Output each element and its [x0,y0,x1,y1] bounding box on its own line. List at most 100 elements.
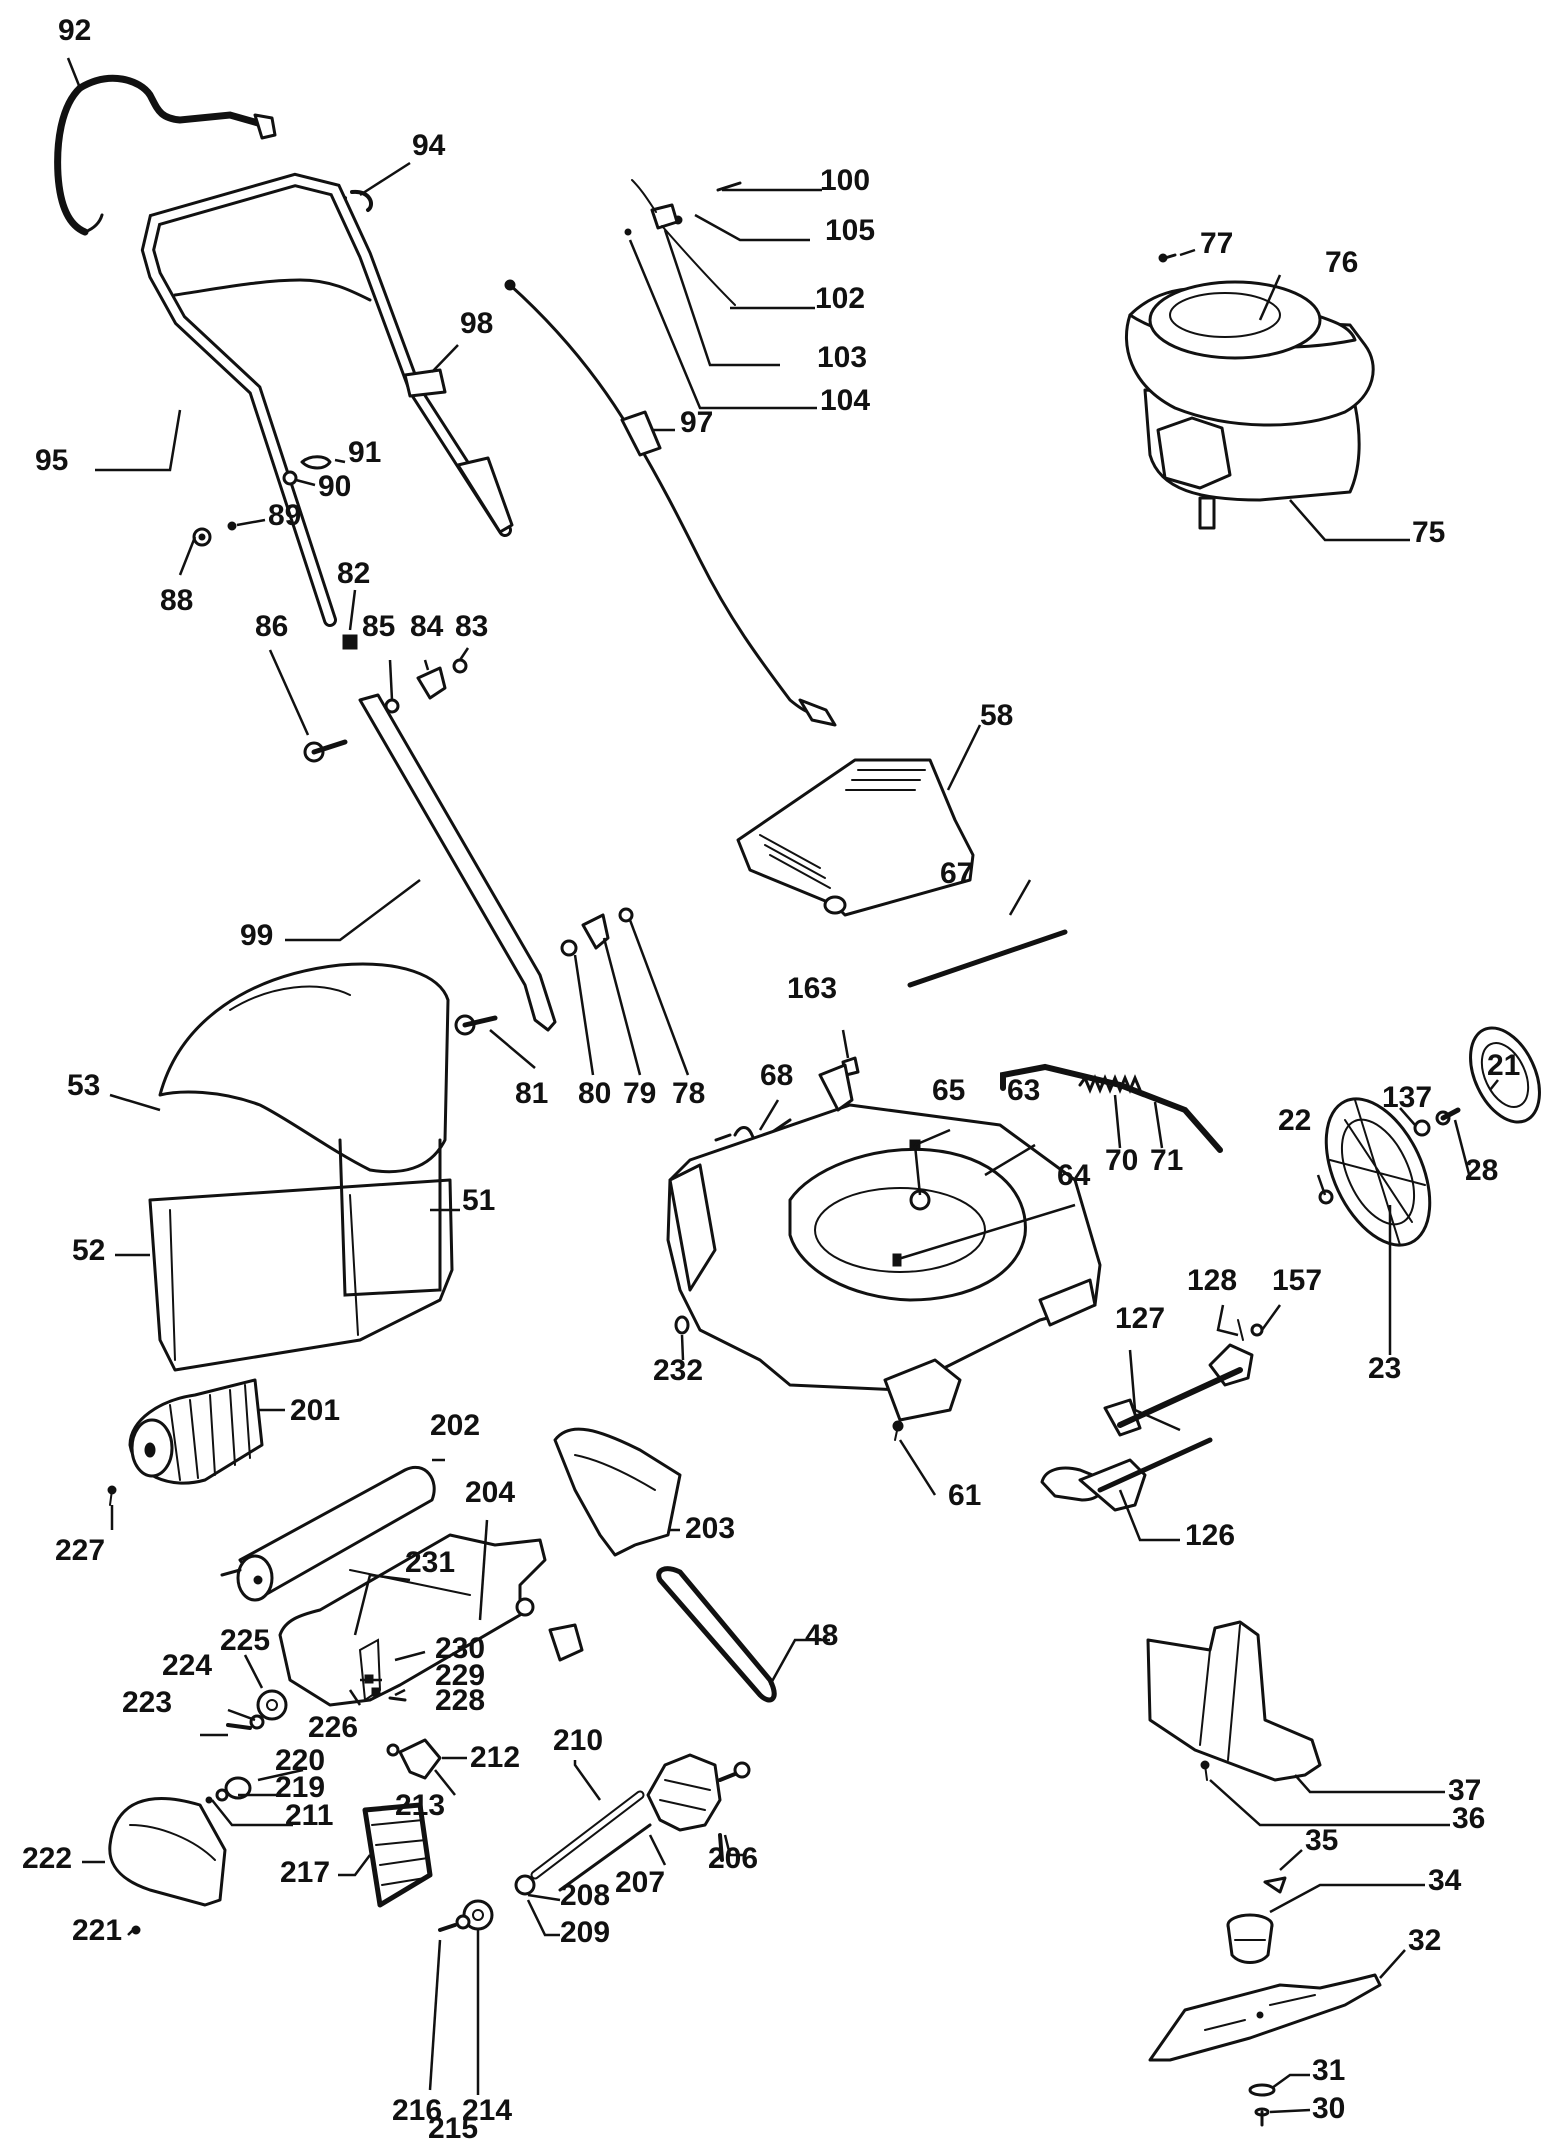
callout-label-77: 77 [1200,227,1233,260]
part-70-71-spring-bar [1000,1063,1223,1153]
callout-label-102: 102 [815,282,865,315]
callout-label-35: 35 [1305,1824,1338,1857]
callout-label-83: 83 [455,610,488,643]
part-204-231-bracket [278,1533,584,1707]
callout-label-104: 104 [820,384,870,417]
part-67-rod [907,929,1068,988]
callout-label-52: 52 [72,1234,105,1267]
callout-label-127: 127 [1115,1302,1165,1335]
callout-label-22: 22 [1278,1104,1311,1137]
callout-label-92: 92 [58,14,91,47]
callout-label-91: 91 [348,436,381,469]
callout-label-219: 219 [275,1771,325,1804]
part-51-53-grass-catcher [148,962,454,1372]
callout-label-226: 226 [308,1711,358,1744]
callout-label-89: 89 [268,499,301,532]
callout-label-163: 163 [787,972,837,1005]
callout-label-61: 61 [948,1479,981,1512]
callout-label-65: 65 [932,1074,965,1107]
part-21-28-rear-wheel [1318,1026,1541,1247]
part-206-207-gearbox [558,1753,751,1892]
callout-label-97: 97 [680,406,713,439]
callout-label-206: 206 [708,1842,758,1875]
part-58-rear-flap [736,758,975,917]
callout-label-58: 58 [980,699,1013,732]
callout-label-216: 216 [392,2094,442,2127]
callout-label-95: 95 [35,444,68,477]
callout-label-81: 81 [515,1077,548,1110]
callout-label-157: 157 [1272,1264,1322,1297]
callout-label-99: 99 [240,919,273,952]
callout-label-212: 212 [470,1741,520,1774]
callout-label-90: 90 [318,470,351,503]
part-126-157-front-axle [1040,1319,1264,1512]
callout-label-70: 70 [1105,1144,1138,1177]
callout-label-213: 213 [395,1789,445,1822]
callout-label-202: 202 [430,1409,480,1442]
callout-label-79: 79 [623,1077,656,1110]
part-78-81-mounting-hardware [454,907,634,1036]
callout-label-137: 137 [1382,1081,1432,1114]
part-36-37-housing [1146,1620,1322,1782]
callout-label-222: 222 [22,1842,72,1875]
callout-label-21: 21 [1487,1049,1520,1082]
callout-label-32: 32 [1408,1924,1441,1957]
callout-label-232: 232 [653,1354,703,1387]
callout-label-100: 100 [820,164,870,197]
part-217-chain [362,1802,433,1908]
callout-label-76: 76 [1325,246,1358,279]
callout-label-34: 34 [1428,1864,1462,1897]
callout-label-225: 225 [220,1624,270,1657]
callout-label-203: 203 [685,1512,735,1545]
callout-label-51: 51 [462,1184,495,1217]
part-32-blade [1148,1973,1382,2062]
callout-label-78: 78 [672,1077,705,1110]
callout-label-215: 215 [428,2112,478,2145]
callout-label-23: 23 [1368,1352,1401,1385]
part-221-222-side-cover [108,1797,227,1935]
callout-label-98: 98 [460,307,493,340]
part-97-throttle-cable [504,279,837,727]
callout-label-221: 221 [72,1914,122,1947]
part-227-screw [107,1485,117,1506]
part-202-roller-core [220,1465,436,1602]
callout-label-75: 75 [1412,516,1445,549]
callout-label-230: 230 [435,1632,485,1665]
leader-lines [66,57,1499,2114]
callout-label-53: 53 [67,1069,100,1102]
callout-label-220: 220 [275,1744,325,1777]
callout-label-223: 223 [122,1686,172,1719]
callout-label-128: 128 [1187,1264,1237,1297]
callout-label-209: 209 [560,1916,610,1949]
callout-label-86: 86 [255,610,288,643]
callout-label-214: 214 [462,2094,512,2127]
callout-label-48: 48 [805,1619,838,1652]
callout-label-231: 231 [405,1546,455,1579]
callout-label-37: 37 [1448,1774,1481,1807]
callout-label-228: 228 [435,1684,485,1717]
part-95-upper-handle [140,172,512,627]
callout-label-85: 85 [362,610,395,643]
callout-label-82: 82 [337,557,370,590]
callout-label-88: 88 [160,584,193,617]
callout-label-207: 207 [615,1866,665,1899]
part-232 [674,1315,690,1335]
callout-label-64: 64 [1057,1159,1091,1192]
callout-label-201: 201 [290,1394,340,1427]
part-63-deck [666,1063,1102,1422]
callout-label-211: 211 [285,1799,333,1832]
callout-label-80: 80 [578,1077,611,1110]
part-99-lower-handle [358,693,557,1032]
callout-label-36: 36 [1452,1802,1485,1835]
callout-label-126: 126 [1185,1519,1235,1552]
callout-label-227: 227 [55,1534,105,1567]
callout-label-63: 63 [1007,1074,1040,1107]
part-92-bail [54,74,277,236]
part-75-76-77-engine [1124,253,1375,530]
part-201-roller [128,1378,264,1485]
part-203-cover [553,1427,682,1557]
part-100-105-cable-hardware [624,179,742,306]
part-34-35-adapter [1226,1876,1287,1964]
